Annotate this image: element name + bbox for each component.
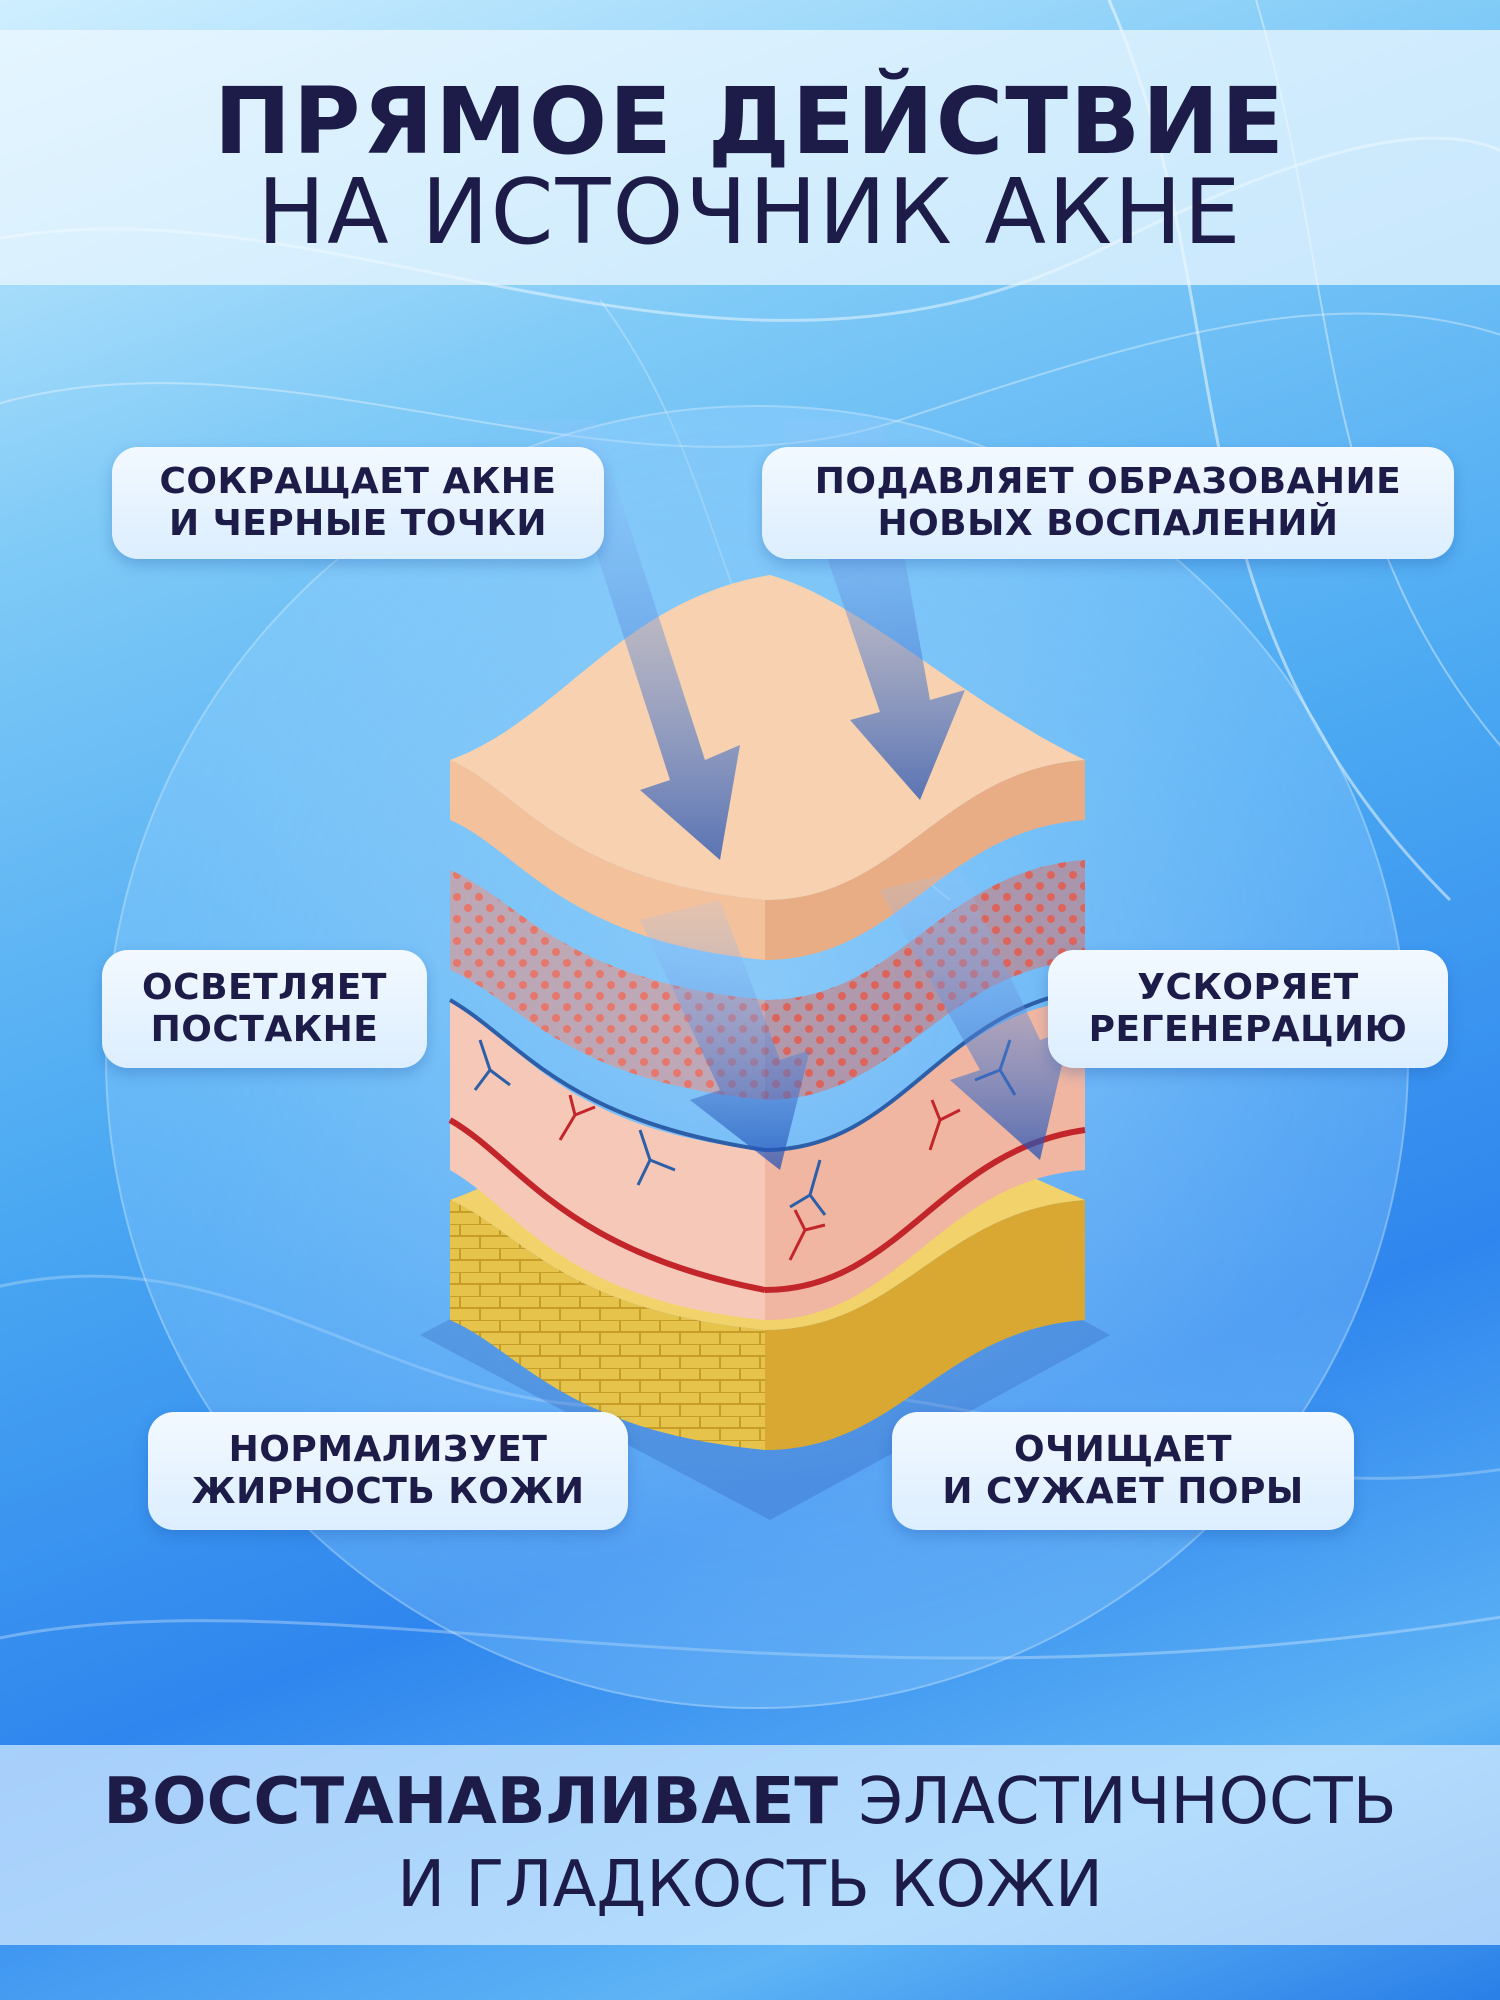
footer-line2: И ГЛАДКОСТЬ КОЖИ <box>397 1848 1103 1922</box>
benefit-top-right: ПОДАВЛЯЕТ ОБРАЗОВАНИЕ НОВЫХ ВОСПАЛЕНИЙ <box>762 447 1454 559</box>
benefit-bottom-left: НОРМАЛИЗУЕТ ЖИРНОСТЬ КОЖИ <box>148 1412 628 1530</box>
fat-layer-left <box>450 1200 765 1450</box>
benefit-bottom-right: ОЧИЩАЕТ И СУЖАЕТ ПОРЫ <box>892 1412 1354 1530</box>
page-title: ПРЯМОЕ ДЕЙСТВИЕ <box>214 68 1286 175</box>
title-band <box>0 30 1500 285</box>
benefit-top-left: СОКРАЩАЕТ АКНЕ И ЧЕРНЫЕ ТОЧКИ <box>112 447 604 559</box>
footer-line1: ВОССТАНАВЛИВАЕТ ЭЛАСТИЧНОСТЬ <box>0 1765 1500 1839</box>
fat-layer-right <box>765 1200 1085 1450</box>
footer-bold: ВОССТАНАВЛИВАЕТ <box>103 1765 838 1839</box>
footer-rest: ЭЛАСТИЧНОСТЬ <box>837 1765 1397 1839</box>
page-subtitle: НА ИСТОЧНИК АКНЕ <box>257 160 1243 265</box>
benefit-mid-left: ОСВЕТЛЯЕТ ПОСТАКНЕ <box>102 950 427 1068</box>
skin-surface-top <box>450 575 1085 900</box>
dermis-left <box>450 1000 765 1320</box>
skin-surface-right <box>765 760 1085 960</box>
epidermis-left-base <box>450 870 765 1100</box>
benefit-mid-right: УСКОРЯЕТ РЕГЕНЕРАЦИЮ <box>1048 950 1448 1068</box>
footer-band <box>0 1745 1500 1945</box>
